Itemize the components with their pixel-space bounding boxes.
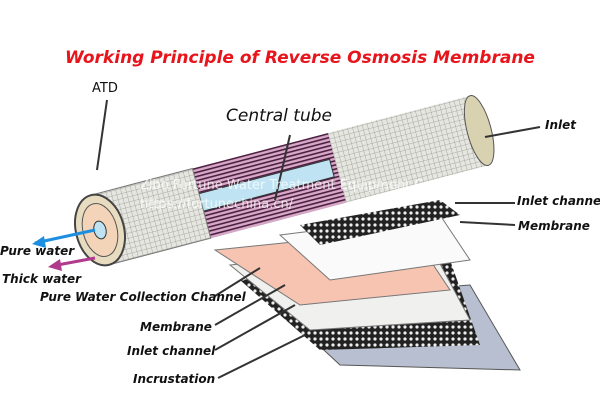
- label-central-tube: Central tube: [226, 106, 332, 126]
- label-membrane-left: Membrane: [140, 320, 212, 334]
- label-inlet-channel-right: Inlet channe: [517, 194, 600, 208]
- watermark-line2: https://fortunechina.cn/: [140, 197, 294, 212]
- label-inlet: Inlet: [545, 118, 576, 132]
- collection-arrow: [214, 267, 261, 297]
- label-atd: ATD: [92, 81, 118, 96]
- pure-water-arrow: [34, 228, 96, 245]
- inlet-channel-sheet-top: [300, 200, 460, 245]
- watermark-line1: Zibo Fortune Water Treatment Equipment C…: [140, 178, 465, 193]
- membrane-left-arrow: [214, 284, 286, 326]
- incrustation-arrow: [217, 334, 306, 379]
- inlet-end-cap: [463, 95, 495, 166]
- label-membrane-right: Membrane: [518, 219, 590, 233]
- inlet-arrow: [484, 126, 541, 138]
- inlet-channel-left-arrow: [214, 304, 296, 351]
- pure-water-arrowhead: [32, 236, 46, 248]
- central-tube-arrow: [274, 134, 291, 201]
- outer-shell-right: [323, 96, 487, 204]
- label-incrustation: Incrustation: [133, 372, 216, 386]
- label-inlet-channel-left: Inlet channel: [127, 344, 216, 358]
- label-thick-water: Thick water: [2, 272, 82, 286]
- atd-arrow: [96, 99, 108, 171]
- label-pure-water-collection: Pure Water Collection Channel: [40, 290, 246, 304]
- diagram-title: Working Principle of Reverse Osmosis Mem…: [65, 48, 535, 68]
- label-pure-water: Pure water: [0, 244, 75, 258]
- thick-water-arrowhead: [48, 259, 62, 271]
- membrane-arrow: [459, 221, 516, 226]
